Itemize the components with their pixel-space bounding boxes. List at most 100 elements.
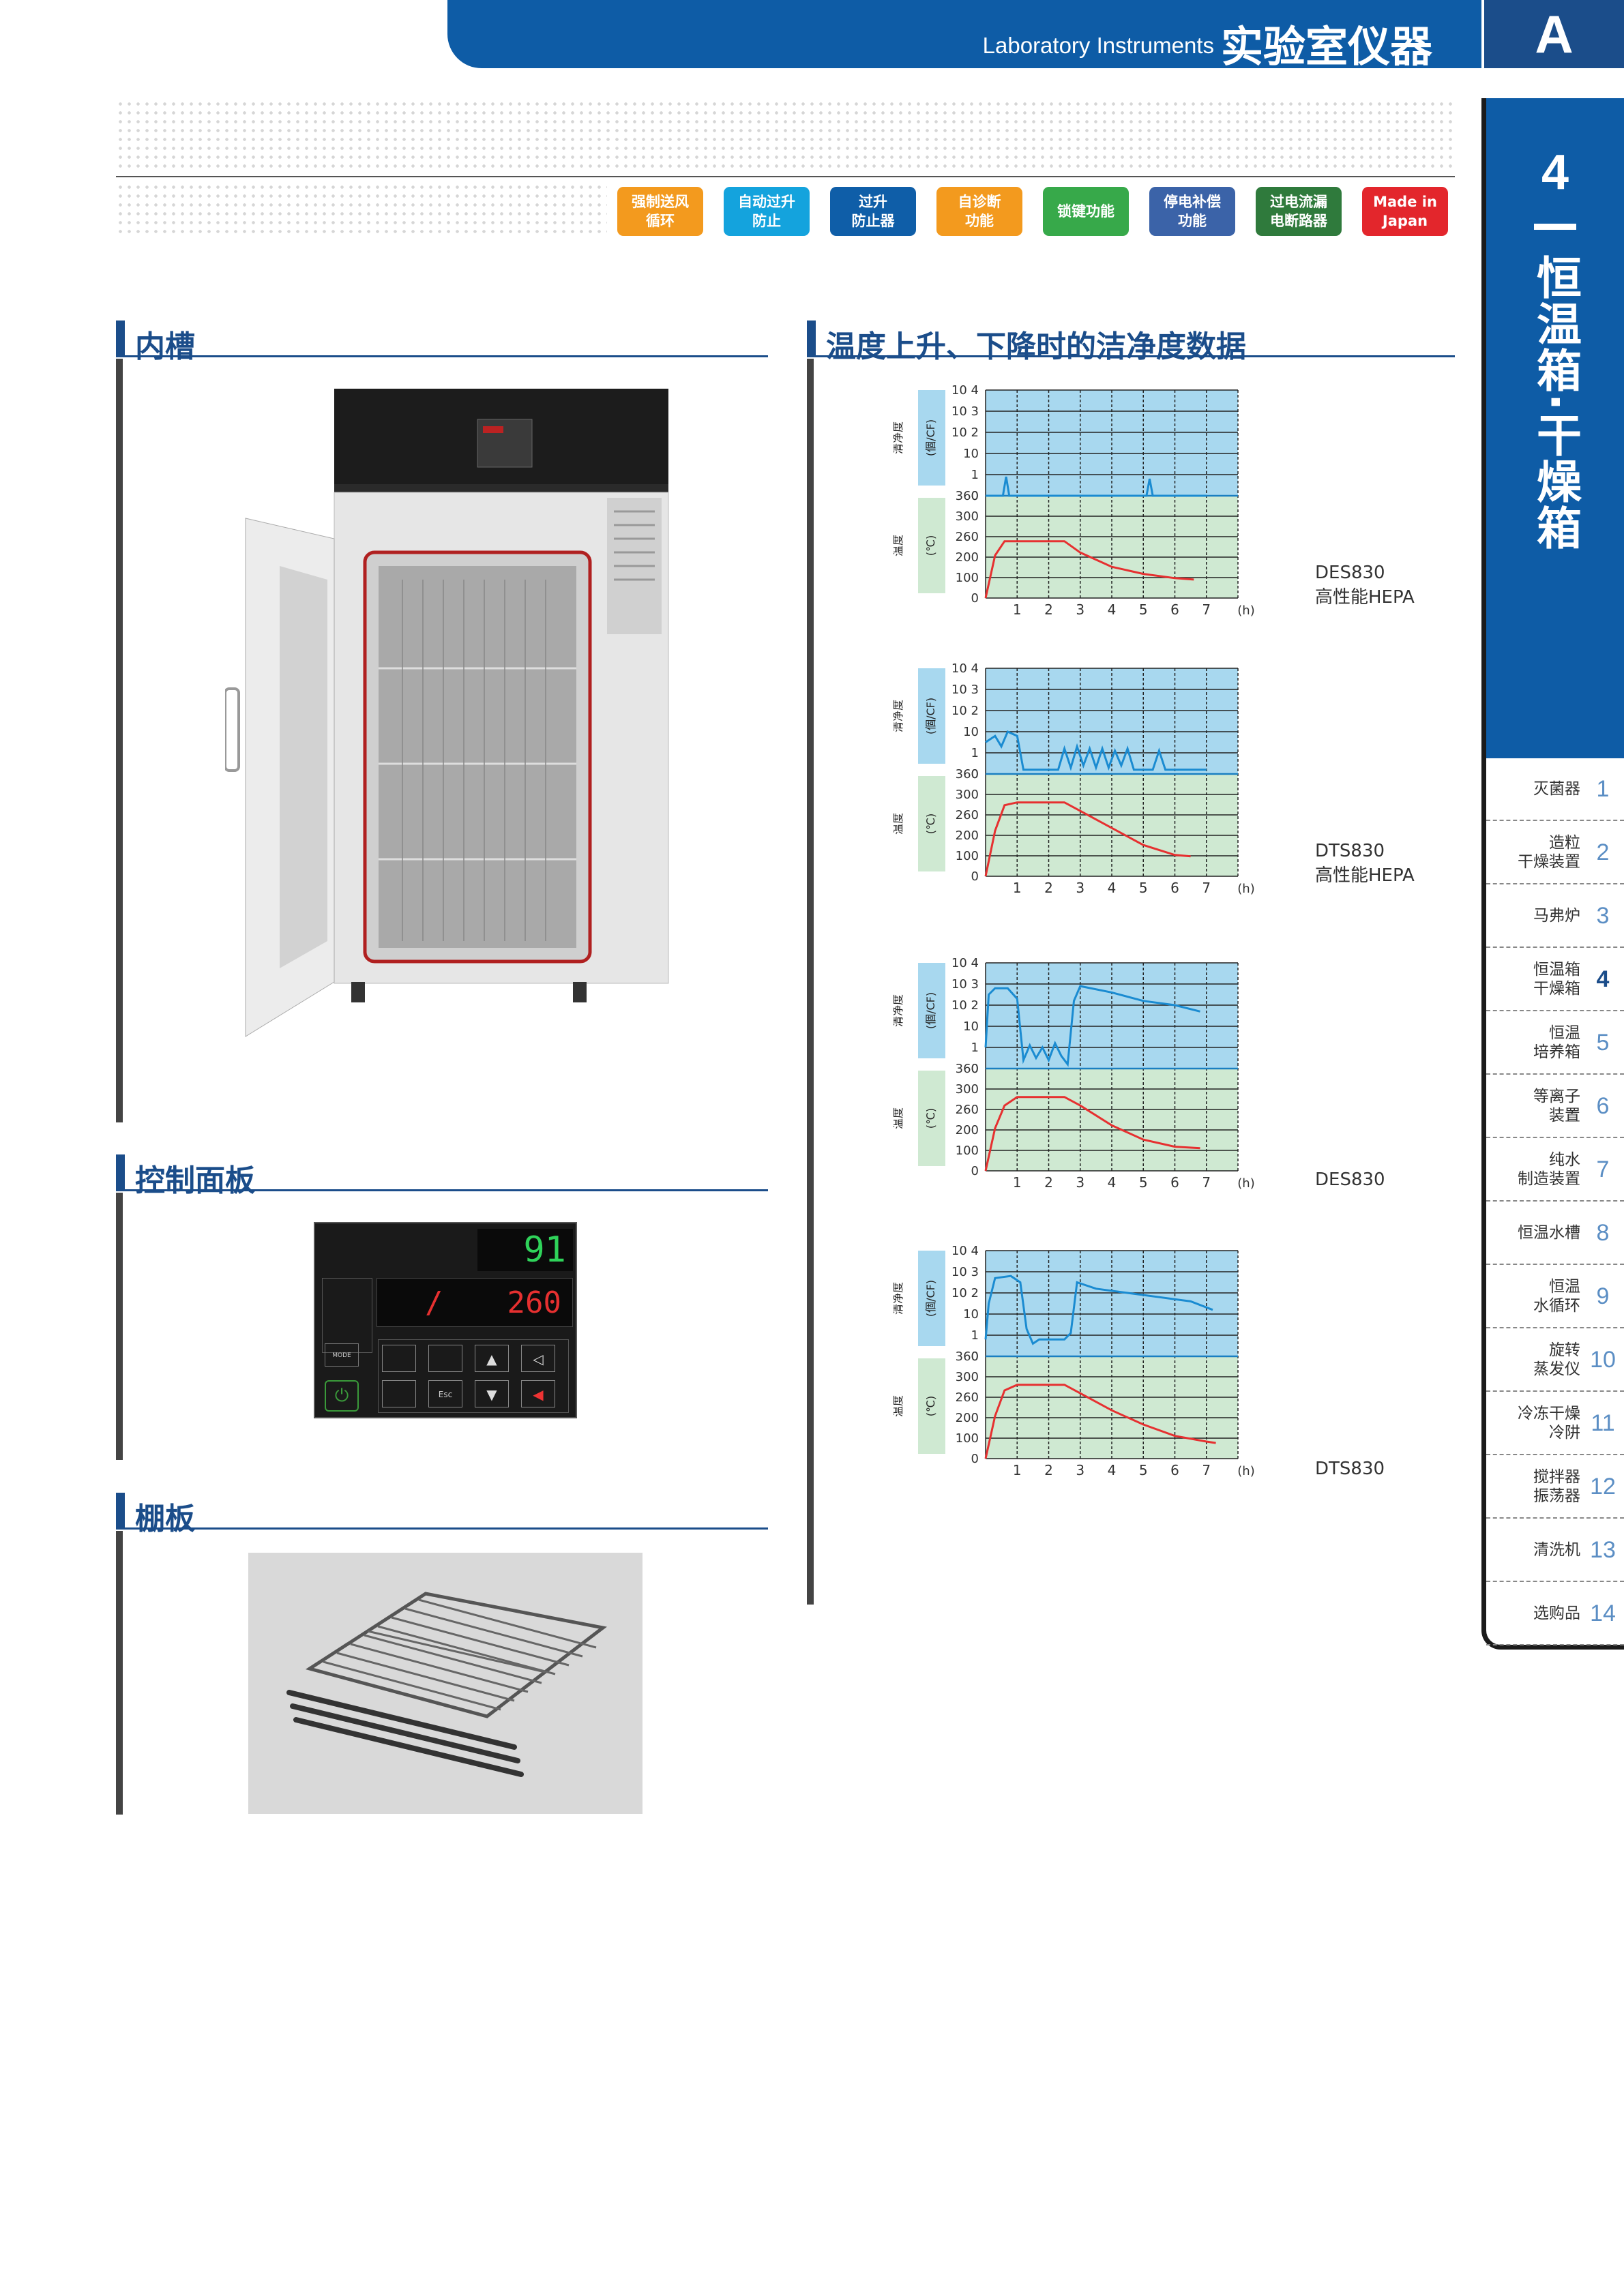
panel-key[interactable] bbox=[428, 1345, 462, 1372]
sidebar-item-number: 7 bbox=[1596, 1156, 1610, 1182]
sidebar-item[interactable]: 恒温水槽 8 bbox=[1486, 1202, 1624, 1265]
x-tick-label: 2 bbox=[1044, 1462, 1053, 1478]
filter-name: 高性能HEPA bbox=[1315, 865, 1415, 886]
temp-label-box bbox=[918, 776, 945, 871]
feature-badge: 过电流漏 电断路器 bbox=[1256, 187, 1342, 236]
x-tick-label: 7 bbox=[1202, 880, 1211, 896]
power-key[interactable]: ⏻ bbox=[325, 1380, 359, 1412]
y-axis-label: 温度 bbox=[894, 1107, 904, 1129]
x-tick-label: 3 bbox=[1076, 601, 1084, 618]
y-tick-label: 10 bbox=[963, 1019, 979, 1034]
section-rule bbox=[116, 1531, 123, 1815]
enter-key[interactable]: ◀ bbox=[521, 1380, 555, 1407]
sidebar-item-number: 14 bbox=[1590, 1600, 1616, 1626]
x-tick-label: 3 bbox=[1076, 880, 1084, 896]
sidebar-item-label: 旋转 蒸发仪 bbox=[1533, 1341, 1580, 1378]
cleanliness-line bbox=[984, 1274, 1213, 1345]
feature-badge: Made in Japan bbox=[1362, 187, 1448, 236]
section-letter-tab[interactable]: A bbox=[1484, 0, 1624, 68]
mode-key[interactable]: MODE bbox=[325, 1343, 359, 1367]
y-tick-label: 360 bbox=[956, 767, 979, 781]
panel-key[interactable] bbox=[382, 1345, 416, 1372]
section-rule bbox=[116, 1193, 123, 1460]
sidebar-item[interactable]: 纯水 制造装置 7 bbox=[1486, 1139, 1624, 1202]
banner-cn-title: 实验室仪器 bbox=[1220, 22, 1432, 72]
sidebar-item-number: 2 bbox=[1596, 839, 1610, 865]
x-tick-label: 2 bbox=[1044, 601, 1053, 618]
temperature-line bbox=[984, 801, 1191, 877]
esc-key[interactable]: Esc bbox=[428, 1380, 462, 1407]
y-tick-label: 10 3 bbox=[951, 683, 979, 697]
temperature-line bbox=[984, 1384, 1216, 1459]
start-stop-key[interactable] bbox=[382, 1380, 416, 1407]
model-name: DES830 bbox=[1315, 1169, 1385, 1190]
y-axis-unit: (℃) bbox=[924, 1108, 937, 1129]
x-tick-label: 6 bbox=[1170, 1462, 1179, 1478]
y-tick-label: 10 3 bbox=[951, 404, 979, 419]
sidebar-item-number: 4 bbox=[1596, 966, 1610, 992]
y-tick-label: 0 bbox=[971, 767, 979, 781]
y-axis-label: 温度 bbox=[894, 535, 904, 556]
y-tick-label: 10 4 bbox=[951, 1244, 979, 1258]
x-tick-label: 3 bbox=[1076, 1462, 1084, 1478]
chapter-title: 恒温箱·干燥箱 bbox=[1529, 254, 1582, 552]
dotted-band-top bbox=[116, 100, 1455, 168]
y-tick-label: 0 bbox=[971, 1164, 979, 1178]
y-tick-label: 200 bbox=[956, 1123, 979, 1137]
y-axis-unit: (℃) bbox=[924, 1396, 937, 1416]
sidebar-item-number: 6 bbox=[1596, 1092, 1610, 1119]
x-tick-label: 7 bbox=[1202, 601, 1211, 618]
y-axis-label: 温度 bbox=[894, 813, 904, 835]
dotted-band-bottom bbox=[116, 183, 607, 237]
x-tick-label: 1 bbox=[1013, 1174, 1022, 1191]
feature-badge: 锁键功能 bbox=[1043, 187, 1129, 236]
feature-badge: 自诊断 功能 bbox=[936, 187, 1022, 236]
sidebar-item-label: 恒温水槽 bbox=[1518, 1224, 1580, 1242]
cleanliness-line bbox=[985, 730, 1207, 771]
sidebar-item-number: 8 bbox=[1596, 1219, 1610, 1246]
y-tick-label: 10 bbox=[963, 1307, 979, 1322]
y-tick-label: 10 2 bbox=[951, 998, 979, 1013]
sidebar-item[interactable]: 造粒 干燥装置 2 bbox=[1486, 822, 1624, 884]
clean-label-box bbox=[918, 668, 945, 764]
x-axis-unit: (h) bbox=[1237, 603, 1254, 618]
y-tick-label: 100 bbox=[956, 1144, 979, 1158]
section-header-shelf: 棚板 bbox=[116, 1493, 768, 1536]
up-key[interactable]: ▲ bbox=[475, 1345, 509, 1372]
y-axis-unit: (個/CF) bbox=[924, 698, 937, 734]
sidebar-item-label: 恒温 水循环 bbox=[1533, 1278, 1580, 1315]
left-key[interactable]: ◁ bbox=[521, 1345, 555, 1372]
feature-badge: 自动过升 防止 bbox=[724, 187, 810, 236]
section-title: 温度上升、下降时的洁净度数据 bbox=[826, 329, 1246, 364]
sidebar-item-number: 3 bbox=[1596, 902, 1610, 929]
sidebar-item[interactable]: 旋转 蒸发仪 10 bbox=[1486, 1329, 1624, 1392]
y-axis-label: 清净度 bbox=[894, 421, 904, 454]
chart-caption: DTS830 高性能HEPA bbox=[1315, 839, 1415, 888]
band-divider bbox=[116, 176, 1455, 177]
y-tick-label: 360 bbox=[956, 489, 979, 503]
y-tick-label: 200 bbox=[956, 829, 979, 843]
down-key[interactable]: ▼ bbox=[475, 1380, 509, 1407]
y-axis-unit: (個/CF) bbox=[924, 992, 937, 1029]
sidebar-item-number: 10 bbox=[1590, 1346, 1616, 1373]
section-rule bbox=[807, 359, 814, 1605]
y-tick-label: 1 bbox=[971, 746, 979, 760]
sidebar-item-label: 造粒 干燥装置 bbox=[1518, 834, 1580, 871]
y-axis-label: 清净度 bbox=[894, 700, 904, 732]
sidebar-item-label: 纯水 制造装置 bbox=[1518, 1151, 1580, 1188]
y-tick-label: 260 bbox=[956, 530, 979, 544]
x-tick-label: 1 bbox=[1013, 601, 1022, 618]
y-tick-label: 260 bbox=[956, 808, 979, 822]
